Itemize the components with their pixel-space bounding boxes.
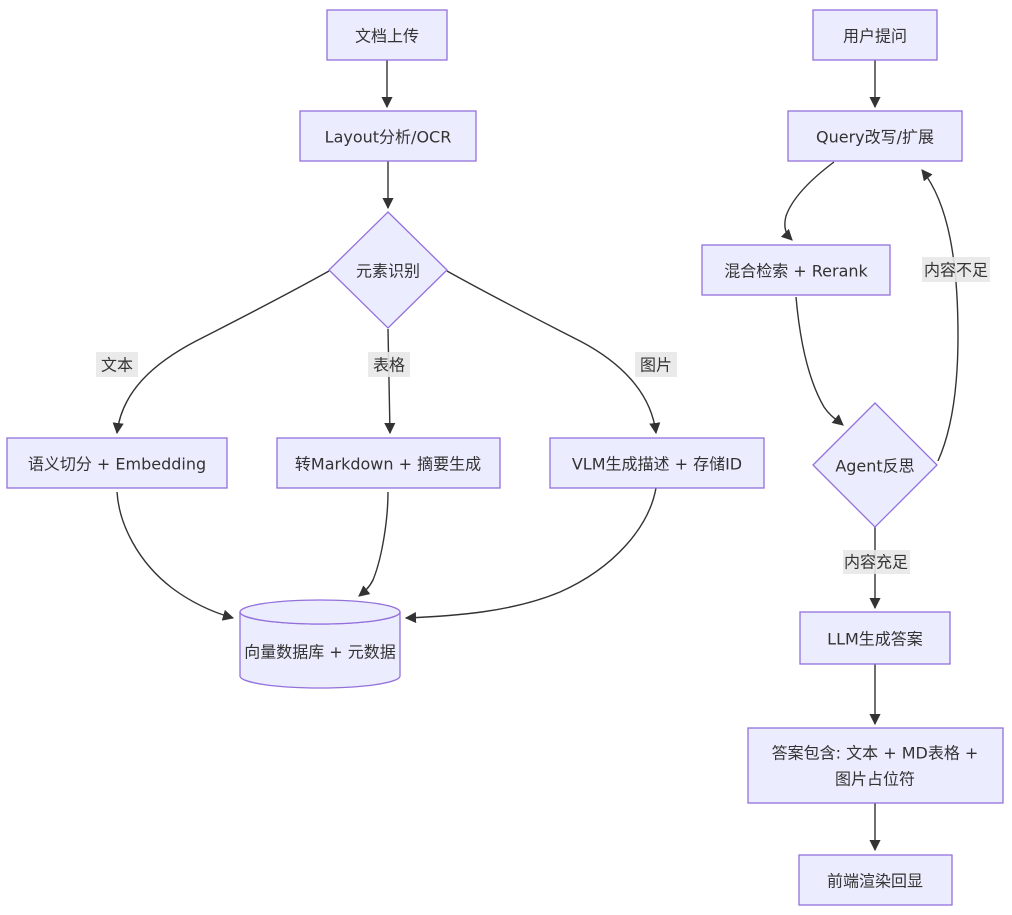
- node-semantic-chunk-label: 语义切分 + Embedding: [28, 455, 206, 474]
- node-query-rewrite: Query改写/扩展: [787, 110, 963, 162]
- node-doc-upload-box: [326, 9, 448, 61]
- node-agent-reflect-label: Agent反思: [835, 457, 914, 476]
- node-vlm-describe: VLM生成描述 + 存储ID: [549, 437, 765, 489]
- node-frontend-render-label: 前端渲染回显: [827, 872, 923, 891]
- edge-label-sufficient-bg: [843, 550, 910, 574]
- node-element-detect-diamond: [328, 211, 448, 329]
- node-to-markdown-box: [276, 437, 501, 489]
- node-layout-ocr: Layout分析/OCR: [299, 110, 477, 162]
- node-answer-contains: 答案包含: 文本 + MD表格 + 图片占位符: [747, 727, 1004, 804]
- edge-label-table-bg: [368, 352, 410, 377]
- edge-label-sufficient-label: 内容充足: [844, 553, 908, 572]
- edge-element-to-semantic: [112, 270, 330, 435]
- node-llm-answer: LLM生成答案: [799, 611, 951, 665]
- node-element-detect: 元素识别: [328, 211, 448, 329]
- node-llm-answer-label: LLM生成答案: [827, 630, 923, 649]
- edge-markdown-to-db: [358, 491, 389, 597]
- node-layout-ocr-box: [299, 110, 477, 162]
- node-hybrid-retrieve-box: [701, 244, 891, 296]
- node-user-question-label: 用户提问: [843, 27, 907, 46]
- node-semantic-chunk-box: [6, 437, 228, 489]
- edge-label-image-label: 图片: [640, 356, 672, 375]
- edge-label-image-bg: [635, 352, 677, 377]
- node-user-question-box: [812, 9, 938, 61]
- edge-label-table: 表格: [368, 352, 410, 377]
- edge-semantic-to-db: [116, 491, 235, 621]
- edge-label-insufficient: 内容不足: [922, 257, 990, 282]
- edge-label-text-bg: [96, 352, 138, 377]
- node-frontend-render-box: [798, 854, 953, 906]
- node-layout-ocr-label: Layout分析/OCR: [325, 128, 452, 147]
- node-to-markdown: 转Markdown + 摘要生成: [276, 437, 501, 489]
- node-query-rewrite-label: Query改写/扩展: [816, 128, 934, 147]
- node-element-detect-label: 元素识别: [356, 262, 420, 281]
- node-doc-upload: 文档上传: [326, 9, 448, 61]
- node-query-rewrite-box: [787, 110, 963, 162]
- node-doc-upload-label: 文档上传: [355, 27, 419, 46]
- node-llm-answer-box: [799, 611, 951, 665]
- node-answer-contains-line2: 图片占位符: [835, 770, 915, 789]
- edge-agent-to-query-loop: [921, 169, 959, 462]
- edge-label-insufficient-bg: [922, 257, 990, 282]
- node-frontend-render: 前端渲染回显: [798, 854, 953, 906]
- edge-label-text-label: 文本: [101, 356, 133, 375]
- edge-label-insufficient-label: 内容不足: [924, 261, 988, 280]
- edge-label-table-label: 表格: [373, 356, 405, 375]
- node-vector-db-cylinder-top: [239, 599, 401, 625]
- node-agent-reflect-diamond: [812, 402, 938, 528]
- node-answer-contains-box: [747, 727, 1004, 804]
- edge-element-to-markdown: [384, 328, 396, 435]
- node-hybrid-retrieve: 混合检索 + Rerank: [701, 244, 891, 296]
- node-agent-reflect: Agent反思: [812, 402, 938, 528]
- edge-label-image: 图片: [635, 352, 677, 377]
- node-semantic-chunk: 语义切分 + Embedding: [6, 437, 228, 489]
- edge-hybrid-to-agent: [795, 296, 844, 426]
- node-vector-db-label: 向量数据库 + 元数据: [244, 643, 396, 662]
- edge-query-to-hybrid: [780, 161, 835, 241]
- edge-element-to-vlm: [446, 270, 661, 435]
- edge-label-sufficient: 内容充足: [843, 550, 910, 574]
- node-to-markdown-label: 转Markdown + 摘要生成: [295, 455, 481, 474]
- node-vlm-describe-box: [549, 437, 765, 489]
- node-answer-contains-line1: 答案包含: 文本 + MD表格 +: [772, 744, 979, 763]
- node-user-question: 用户提问: [812, 9, 938, 61]
- node-hybrid-retrieve-label: 混合检索 + Rerank: [724, 262, 868, 281]
- edge-label-text: 文本: [96, 352, 138, 377]
- node-vector-db: 向量数据库 + 元数据: [239, 599, 401, 689]
- node-vlm-describe-label: VLM生成描述 + 存储ID: [572, 455, 742, 474]
- edge-vlm-to-db: [404, 487, 657, 624]
- left-flow-edges: [112, 60, 661, 624]
